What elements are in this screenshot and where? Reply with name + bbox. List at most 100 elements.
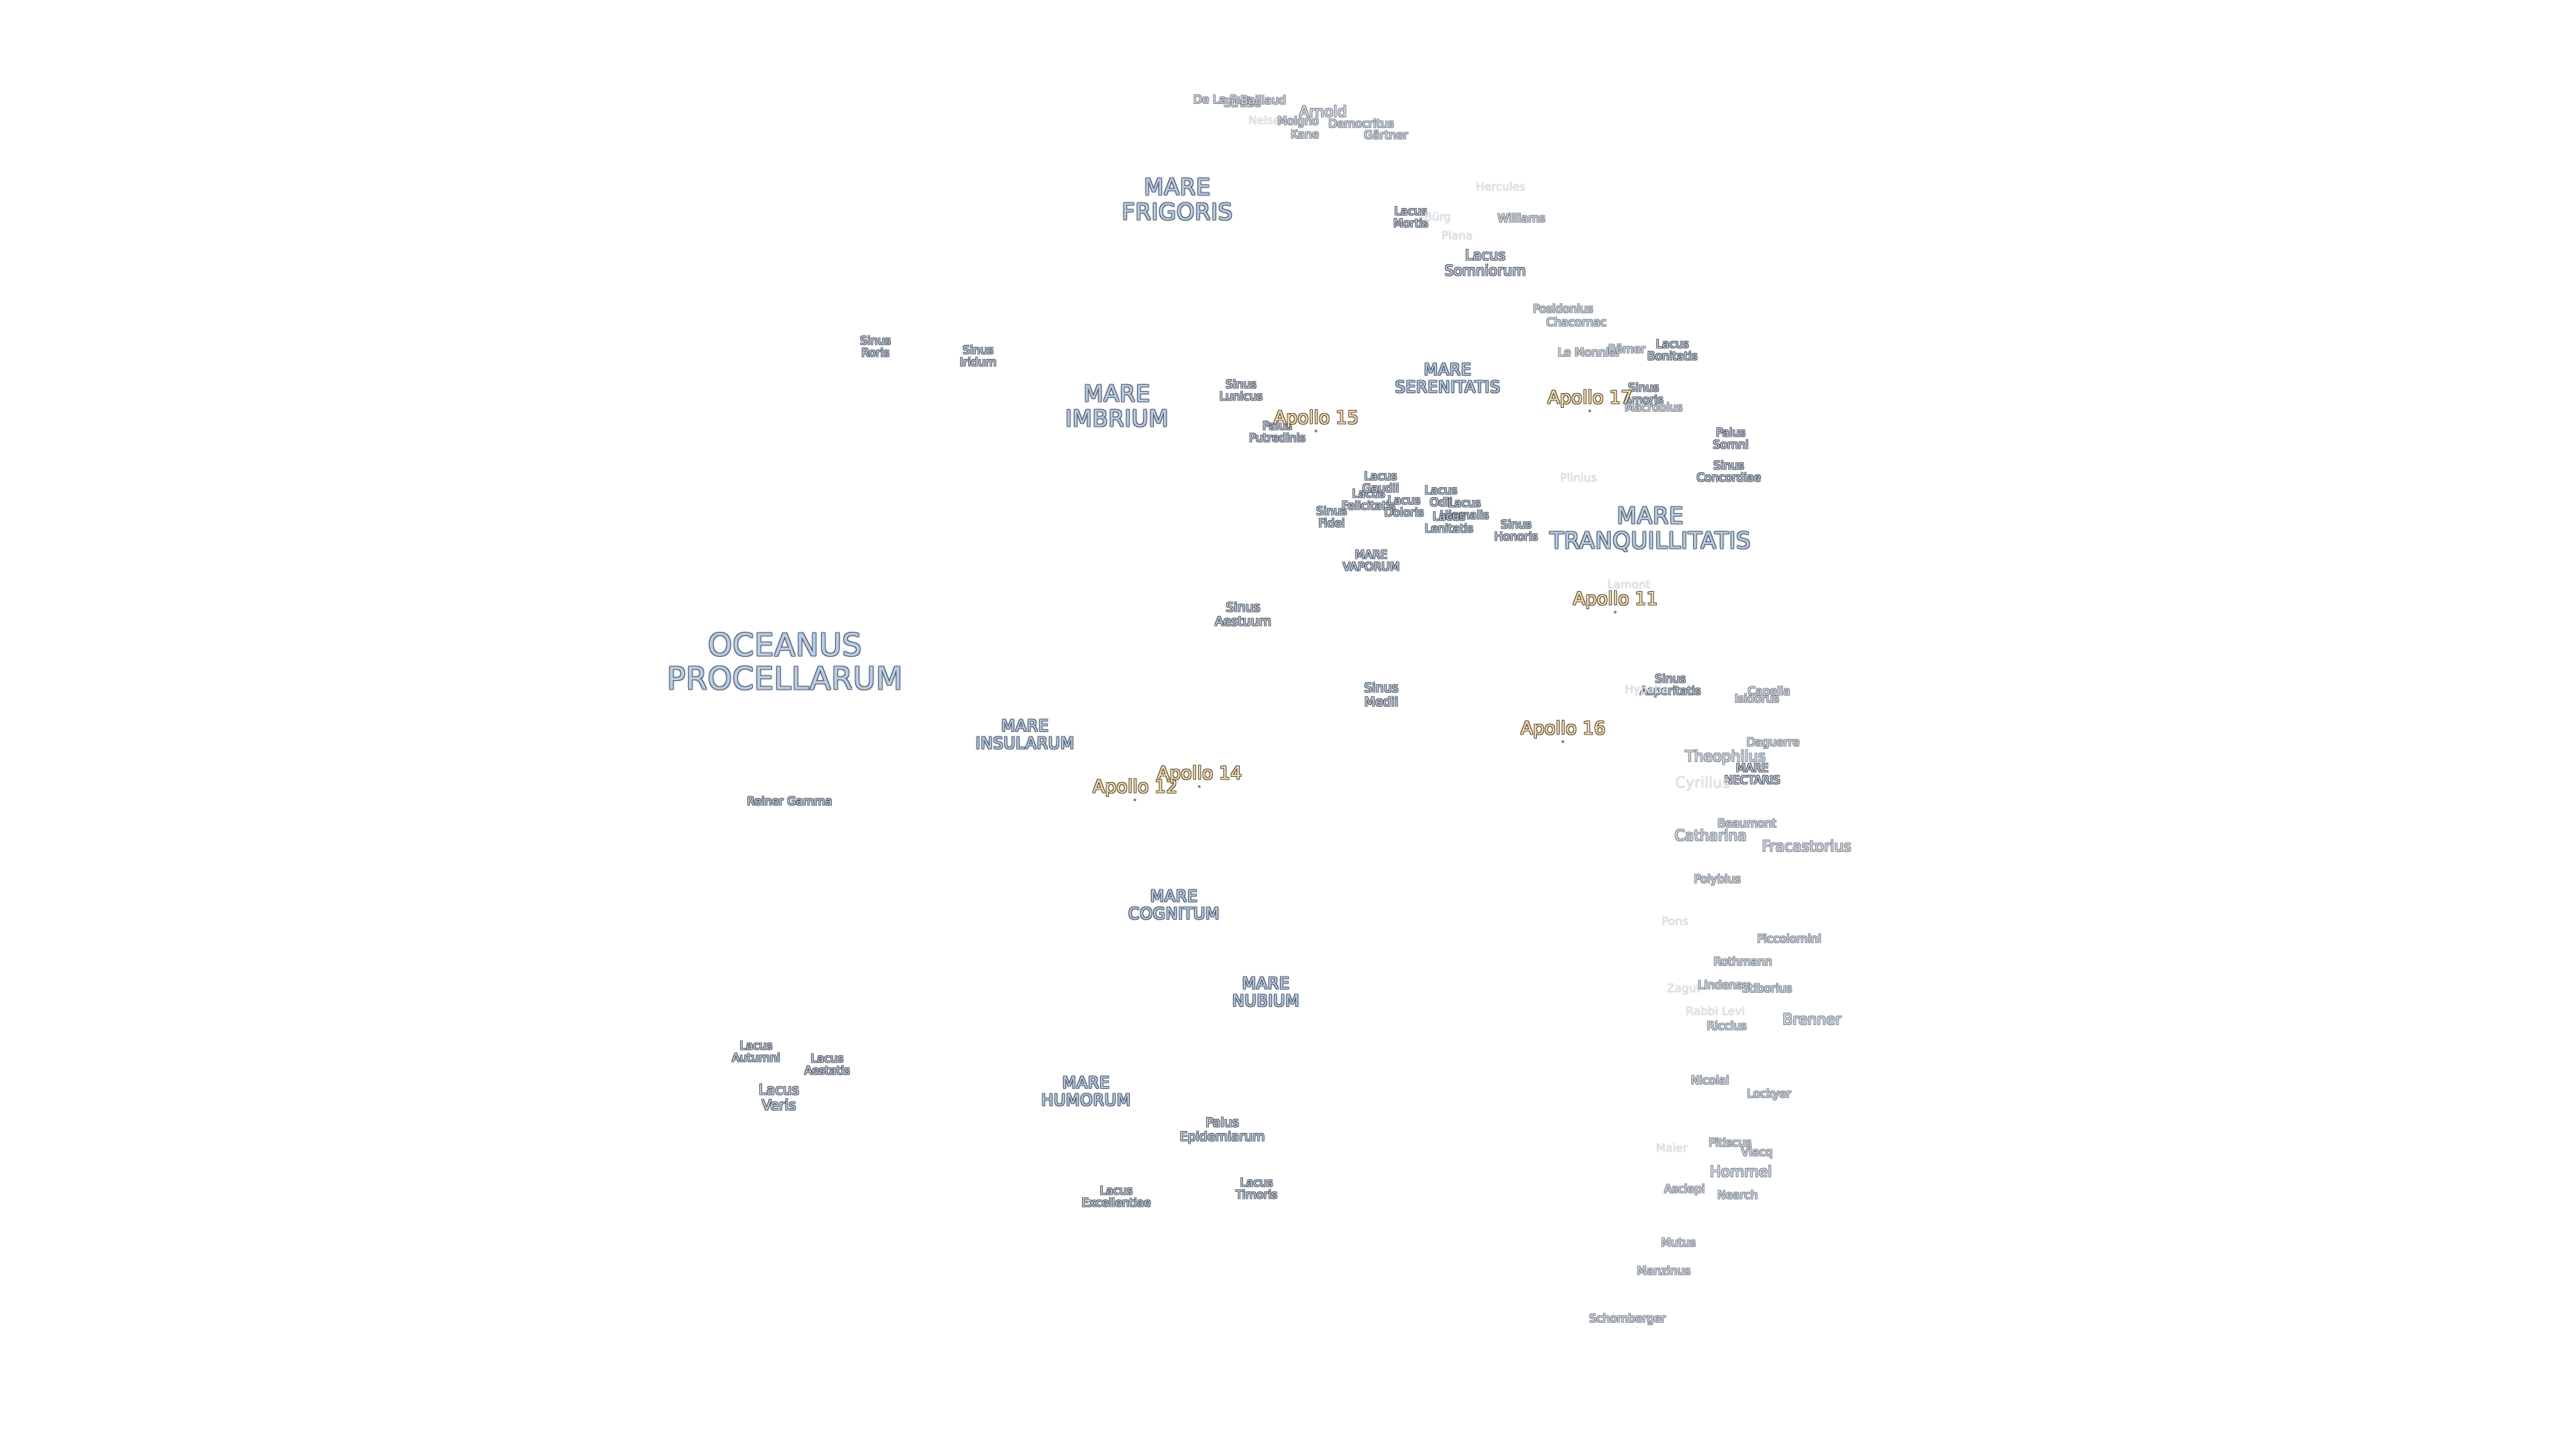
- apollo-12-marker: [1134, 798, 1136, 802]
- zagut-crater-label: Zagut: [1666, 981, 1701, 996]
- mare-nectaris-label: MARE NECTARIS: [1724, 761, 1780, 788]
- plana-crater-label: Plana: [1441, 229, 1473, 243]
- nicolai-crater-label: Nicolai: [1690, 1073, 1729, 1087]
- williams-crater-label: Williams: [1497, 211, 1546, 225]
- lacus-timoris-label: Lacus Timoris: [1235, 1176, 1278, 1202]
- mutus-crater-label: Mutus: [1661, 1236, 1696, 1250]
- plinius-crater-label: Plinius: [1560, 471, 1597, 485]
- fracastorius-crater-label: Fracastorius: [1762, 839, 1851, 856]
- moigno-crater-label: Moigno: [1277, 114, 1319, 128]
- lacus-excellentiae-label: Lacus Excellentiae: [1081, 1184, 1151, 1210]
- nearch-crater-label: Nearch: [1717, 1188, 1758, 1202]
- apollo-14-label: Apollo 14: [1157, 763, 1242, 784]
- democritus-crater-label: Democritus: [1328, 117, 1394, 131]
- lacus-veris-label: Lacus Veris: [758, 1081, 800, 1113]
- stiborius-crater-label: Stiborius: [1741, 981, 1792, 996]
- hercules-crater-label: Hercules: [1475, 180, 1526, 194]
- hommel-crater-label: Hommel: [1709, 1164, 1772, 1181]
- sinus-concordiae-label: Sinus Concordiae: [1697, 459, 1761, 485]
- baillaud-crater-label: Baillaud: [1240, 93, 1287, 107]
- lacus-bonitatis-label: Lacus Bonitatis: [1647, 337, 1698, 364]
- asclepi-crater-label: Asclepi: [1664, 1182, 1705, 1196]
- mare-humorum-label: MARE HUMORUM: [1041, 1073, 1131, 1110]
- piccolomini-crater-label: Piccolomini: [1757, 932, 1821, 946]
- manzinus-crater-label: Manzinus: [1637, 1264, 1690, 1278]
- apollo-11-marker: [1614, 610, 1617, 614]
- apollo-17-site[interactable]: Apollo 17: [1547, 326, 1633, 413]
- theophilus-crater-label: Theophilus: [1685, 749, 1766, 766]
- apollo-15-label: Apollo 15: [1273, 407, 1359, 429]
- apollo-17-marker: [1589, 409, 1591, 413]
- mare-nubium-label: MARE NUBIUM: [1232, 974, 1300, 1010]
- lacus-odii-label: Lacus Odii: [1424, 484, 1458, 510]
- pons-crater-label: Pons: [1662, 914, 1688, 928]
- lacus-felicitatis-label: Lacus Felicitatis: [1341, 487, 1396, 513]
- riccius-crater-label: Riccius: [1707, 1019, 1747, 1033]
- palus-putredinis-label: Palus Putredinis: [1248, 419, 1306, 445]
- lacus-somniorum-label: Lacus Somniorum: [1444, 247, 1526, 278]
- pitiscus-crater-label: Pitiscus: [1709, 1136, 1752, 1150]
- posidonius-crater-label: Posidonius: [1533, 302, 1593, 316]
- lacus-lenitatis-label: Lacus Lenitatis: [1424, 510, 1474, 536]
- sinus-aestuum-label: Sinus Aestuum: [1214, 600, 1272, 629]
- apollo-16-site[interactable]: Apollo 16: [1520, 657, 1606, 743]
- mare-imbrium-label: MARE IMBRIUM: [1065, 380, 1169, 432]
- gartner-crater-label: Gärtner: [1364, 128, 1408, 142]
- apollo-16-marker: [1562, 740, 1564, 743]
- mare-frigoris-label: MARE FRIGORIS: [1122, 174, 1233, 225]
- palus-epidemiarum-label: Palus Epidemiarum: [1179, 1115, 1265, 1144]
- apollo-17-label: Apollo 17: [1547, 387, 1633, 409]
- sinus-fidei-label: Sinus Fidei: [1316, 504, 1347, 531]
- sinus-asperitatis-label: Sinus Asperitatis: [1640, 672, 1701, 698]
- palus-somni-label: Palus Somni: [1713, 426, 1749, 452]
- nelsen-crater-label: Nelsen: [1248, 113, 1287, 127]
- isidorus-crater-label: Isidorus: [1734, 692, 1780, 706]
- hypatia-crater-label: Hypatia: [1625, 682, 1669, 696]
- apollo-11-site[interactable]: Apollo 11: [1573, 527, 1658, 614]
- lacus-hiemalis-label: Lacus Hiemalis: [1440, 496, 1489, 523]
- beaumont-crater-label: Beaumont: [1717, 816, 1776, 830]
- apollo-14-site[interactable]: Apollo 14: [1157, 702, 1242, 788]
- lamont-crater-label: Lamont: [1607, 578, 1651, 592]
- mare-cognitum-label: MARE COGNITUM: [1128, 887, 1220, 923]
- le-monnier-crater-label: Le Monnier: [1558, 345, 1621, 360]
- chacornac-crater-label: Chacornac: [1546, 315, 1607, 329]
- mare-serenitatis-label: MARE SERENITATIS: [1395, 360, 1501, 396]
- apollo-12-site[interactable]: Apollo 12: [1092, 715, 1178, 802]
- lockyer-crater-label: Lockyer: [1747, 1087, 1791, 1101]
- mare-vaporum-label: MARE VAPORUM: [1342, 548, 1400, 574]
- sinus-roris-label: Sinus Roris: [860, 334, 891, 360]
- arnold-crater-label: Arnold: [1299, 104, 1347, 121]
- lacus-autumni-label: Lacus Autumni: [732, 1039, 780, 1065]
- apollo-15-site[interactable]: Apollo 15: [1273, 346, 1359, 433]
- vlacq-crater-label: Vlacq: [1741, 1145, 1773, 1159]
- romer-crater-label: Römer: [1608, 342, 1646, 356]
- daguerre-crater-label: Daguerre: [1746, 735, 1800, 749]
- lindenau-crater-label: Lindenau: [1697, 978, 1751, 992]
- capella-crater-label: Capella: [1748, 684, 1790, 698]
- sinus-lunicus-label: Sinus Lunicus: [1219, 378, 1263, 404]
- rothmann-crater-label: Rothmann: [1713, 955, 1772, 969]
- burg-crater-label: Bürg: [1424, 210, 1451, 224]
- sinus-iridum-label: Sinus Iridum: [959, 343, 997, 370]
- reiner-gamma-label: Reiner Gamma: [747, 794, 833, 808]
- apollo-12-label: Apollo 12: [1092, 776, 1178, 798]
- apollo-16-label: Apollo 16: [1520, 718, 1606, 739]
- de-la-rue-crater-label: De La Rue: [1193, 93, 1252, 107]
- kane-crater-label: Kane: [1290, 127, 1320, 142]
- apollo-11-label: Apollo 11: [1572, 588, 1658, 610]
- maier-crater-label: Maier: [1656, 1141, 1688, 1155]
- mare-tranquillitatis-label: MARE TRANQUILLITATIS: [1550, 502, 1751, 554]
- mare-insularum-label: MARE INSULARUM: [975, 716, 1075, 753]
- apollo-14-marker: [1198, 785, 1201, 788]
- lacus-mortis-label: Lacus Mortis: [1393, 205, 1429, 231]
- cyrillus-crater-label: Cyrillus: [1675, 775, 1730, 792]
- sinus-honoris-label: Sinus Honoris: [1494, 518, 1538, 544]
- rabbi-levi-crater-label: Rabbi Levi: [1686, 1004, 1745, 1018]
- strabo-crater-label: Strabo: [1223, 96, 1262, 110]
- oceanus-procellarum-label: OCEANUS PROCELLARUM: [667, 627, 903, 696]
- brenner-crater-label: Brenner: [1782, 1012, 1841, 1029]
- lacus-gaudii-label: Lacus Gaudii: [1362, 470, 1399, 496]
- sinus-amoris-label: Sinus Amoris: [1623, 381, 1664, 407]
